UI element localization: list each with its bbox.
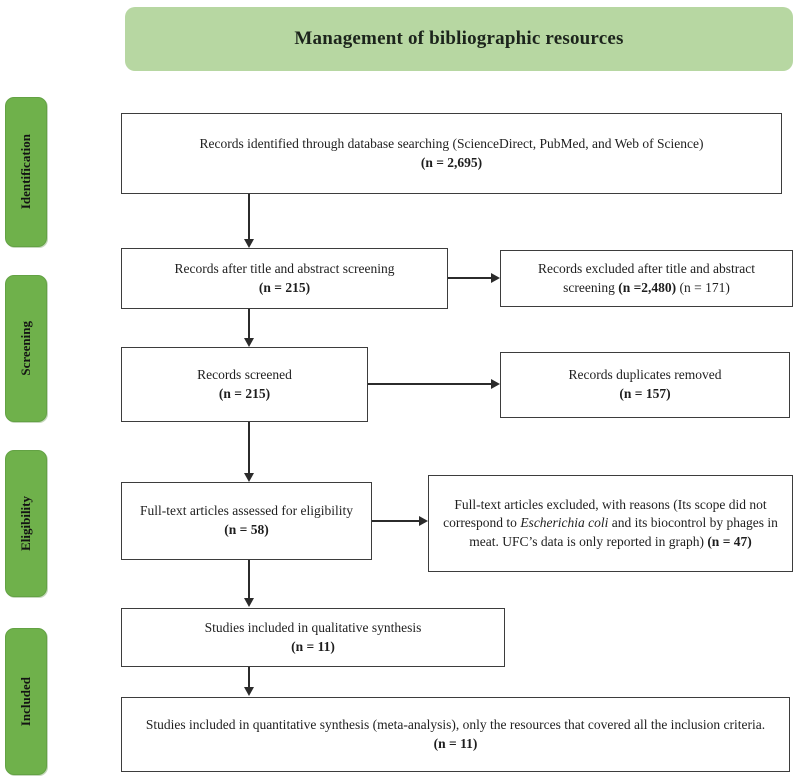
fulltext-excluded-italic-species: Escherichia coli	[520, 515, 609, 531]
arrow-line	[248, 560, 250, 598]
box-qualitative-synthesis-count: (n = 11)	[291, 638, 335, 654]
arrow-head-down-icon	[244, 687, 254, 696]
arrow-head-right-icon	[491, 379, 500, 389]
box-records-screened: Records screened (n = 215)	[121, 347, 368, 422]
box-duplicates-removed-text: Records duplicates removed	[568, 367, 722, 383]
arrow-head-down-icon	[244, 338, 254, 347]
arrow-line	[248, 309, 250, 338]
fulltext-excluded-count: (n = 47)	[707, 533, 752, 549]
excluded-text-after: (n = 171)	[676, 279, 730, 295]
stage-screening-label: Screening	[18, 321, 33, 376]
fulltext-excluded-after: and its biocontrol by phages in meat. UF…	[469, 515, 778, 549]
stage-eligibility-label: Eligibility	[18, 496, 33, 551]
arrow-head-down-icon	[244, 598, 254, 607]
box-fulltext-excluded: Full-text articles excluded, with reason…	[428, 475, 793, 572]
arrow-line	[248, 667, 250, 687]
box-quantitative-synthesis-text: Studies included in quantitative synthes…	[145, 716, 766, 732]
box-after-title-abstract-count: (n = 215)	[258, 279, 311, 295]
arrow-line	[248, 422, 250, 473]
stage-included: Included	[5, 628, 47, 775]
box-qualitative-synthesis: Studies included in qualitative synthesi…	[121, 608, 505, 667]
page-title: Management of bibliographic resources	[294, 28, 624, 49]
arrow-head-right-icon	[491, 273, 500, 283]
box-duplicates-removed: Records duplicates removed (n = 157)	[500, 352, 790, 418]
box-quantitative-synthesis-count: (n = 11)	[433, 735, 478, 751]
box-fulltext-excluded-text: Full-text articles excluded, with reason…	[443, 496, 778, 552]
box-fulltext-assessed: Full-text articles assessed for eligibil…	[121, 482, 372, 560]
box-after-title-abstract: Records after title and abstract screeni…	[121, 248, 448, 309]
box-after-title-abstract-text: Records after title and abstract screeni…	[174, 260, 395, 276]
excluded-text-before: Records excluded after title and abstrac…	[537, 260, 756, 295]
stage-identification-label: Identification	[18, 134, 33, 210]
stage-included-label: Included	[18, 676, 33, 727]
arrow-head-right-icon	[419, 516, 428, 526]
header-band: Management of bibliographic resources	[125, 7, 793, 71]
arrow-head-down-icon	[244, 239, 254, 248]
box-records-screened-count: (n = 215)	[218, 385, 271, 401]
arrow-line	[368, 383, 491, 385]
box-records-identified-count: (n = 2,695)	[420, 154, 483, 170]
box-fulltext-assessed-count: (n = 58)	[224, 522, 269, 537]
stage-eligibility: Eligibility	[5, 450, 47, 597]
stage-screening: Screening	[5, 275, 47, 422]
arrow-line	[448, 277, 491, 279]
excluded-count-bold: (n =2,480)	[618, 279, 677, 295]
stage-identification: Identification	[5, 97, 47, 247]
arrow-line	[248, 194, 250, 239]
arrow-line	[372, 520, 419, 522]
box-quantitative-synthesis: Studies included in quantitative synthes…	[121, 697, 790, 772]
box-qualitative-synthesis-text: Studies included in qualitative synthesi…	[204, 619, 422, 635]
fulltext-excluded-before: Full-text articles excluded, with reason…	[443, 496, 767, 531]
box-fulltext-assessed-text: Full-text articles assessed for eligibil…	[140, 503, 353, 519]
box-excluded-title-abstract-text: Records excluded after title and abstrac…	[513, 260, 780, 297]
box-excluded-title-abstract: Records excluded after title and abstrac…	[500, 250, 793, 307]
arrow-head-down-icon	[244, 473, 254, 482]
box-records-identified: Records identified through database sear…	[121, 113, 782, 194]
box-duplicates-removed-count: (n = 157)	[619, 386, 671, 401]
box-records-identified-text: Records identified through database sear…	[199, 135, 704, 151]
box-records-screened-text: Records screened	[197, 366, 292, 382]
